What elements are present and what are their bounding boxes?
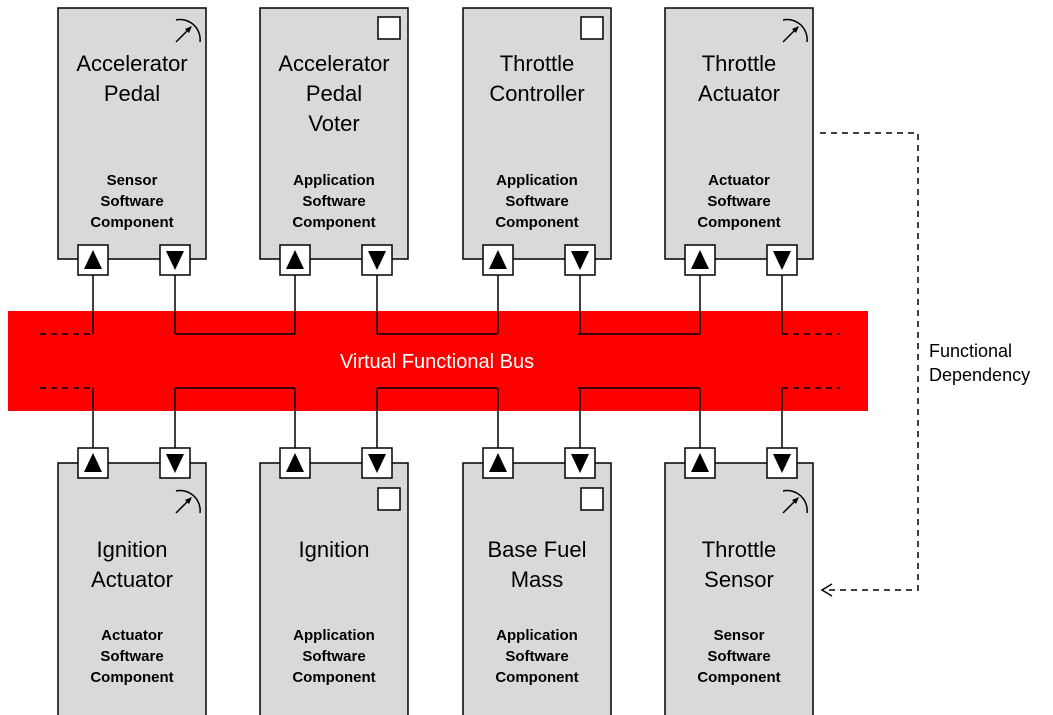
require-port-icon xyxy=(159,244,191,276)
component-box xyxy=(57,7,207,260)
provide-port-icon xyxy=(482,244,514,276)
provide-port-icon xyxy=(77,447,109,479)
component-box xyxy=(57,462,207,715)
functional-dependency-line xyxy=(820,132,919,591)
require-port-icon xyxy=(564,244,596,276)
provide-port-icon xyxy=(279,447,311,479)
component-box xyxy=(664,7,814,260)
require-port-icon xyxy=(159,447,191,479)
square-icon xyxy=(377,487,401,511)
require-port-icon xyxy=(564,447,596,479)
bus-label: Virtual Functional Bus xyxy=(340,351,534,373)
component-box xyxy=(259,7,409,260)
component-box xyxy=(664,462,814,715)
gauge-icon xyxy=(782,489,808,514)
component-box xyxy=(462,7,612,260)
gauge-icon xyxy=(175,18,201,43)
provide-port-icon xyxy=(77,244,109,276)
provide-port-icon xyxy=(482,447,514,479)
gauge-icon xyxy=(175,489,201,514)
provide-port-icon xyxy=(684,447,716,479)
square-icon xyxy=(580,487,604,511)
square-icon xyxy=(580,16,604,40)
functional-dependency-label: Functional Dependency xyxy=(929,341,1030,385)
require-port-icon xyxy=(766,244,798,276)
component-name: Ignition xyxy=(299,537,370,562)
require-port-icon xyxy=(361,447,393,479)
require-port-icon xyxy=(361,244,393,276)
provide-port-icon xyxy=(279,244,311,276)
require-port-icon xyxy=(766,447,798,479)
dependency-arrowhead-icon xyxy=(820,583,833,597)
gauge-icon xyxy=(782,18,808,43)
virtual-functional-bus xyxy=(8,311,868,411)
provide-port-icon xyxy=(684,244,716,276)
square-icon xyxy=(377,16,401,40)
